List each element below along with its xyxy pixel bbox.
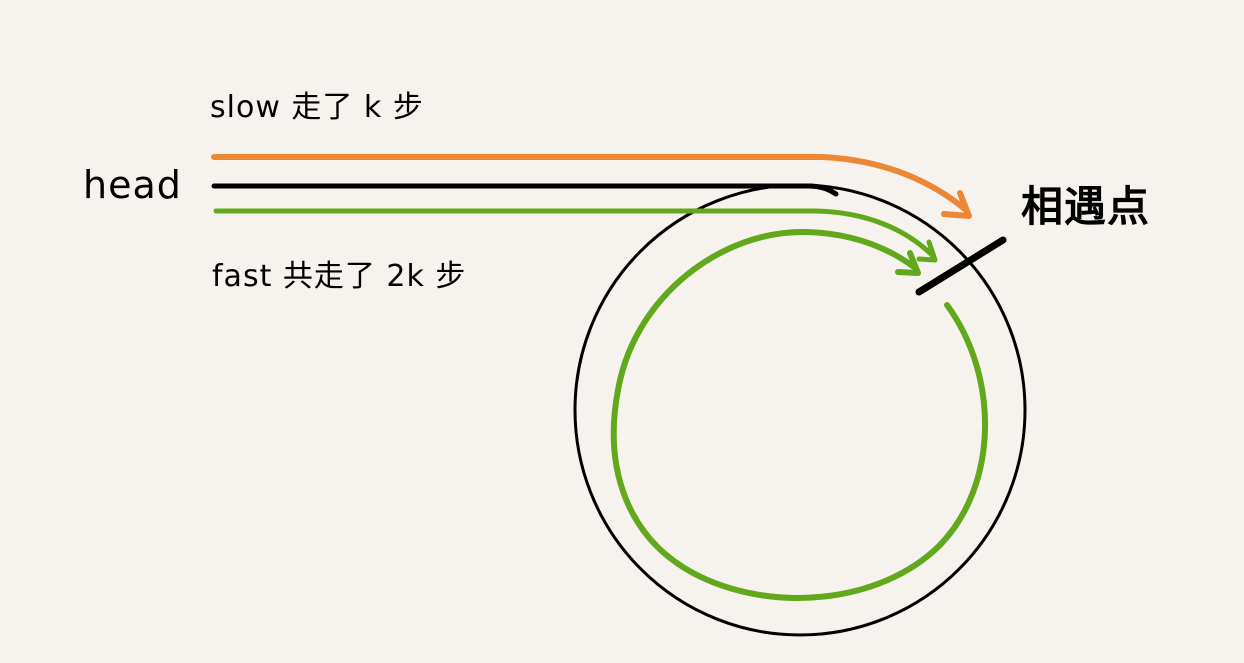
meeting-point-label: 相遇点 [1021, 182, 1151, 231]
head-to-cycle-line [211, 183, 839, 197]
slow-path-line [211, 154, 969, 213]
fast-label: fast 共走了 2k 步 [212, 259, 467, 294]
head-label: head [83, 163, 182, 207]
slow-arrow-head [941, 190, 972, 219]
meeting-point-marker [915, 236, 1007, 296]
fast-path-line [213, 208, 935, 258]
fast-loop-path [610, 228, 989, 601]
slow-label: slow 走了 k 步 [210, 90, 424, 125]
fast-arrow-head-lower [895, 250, 921, 276]
cycle-ring [573, 183, 1027, 637]
fast-arrow-head-upper [916, 239, 938, 263]
